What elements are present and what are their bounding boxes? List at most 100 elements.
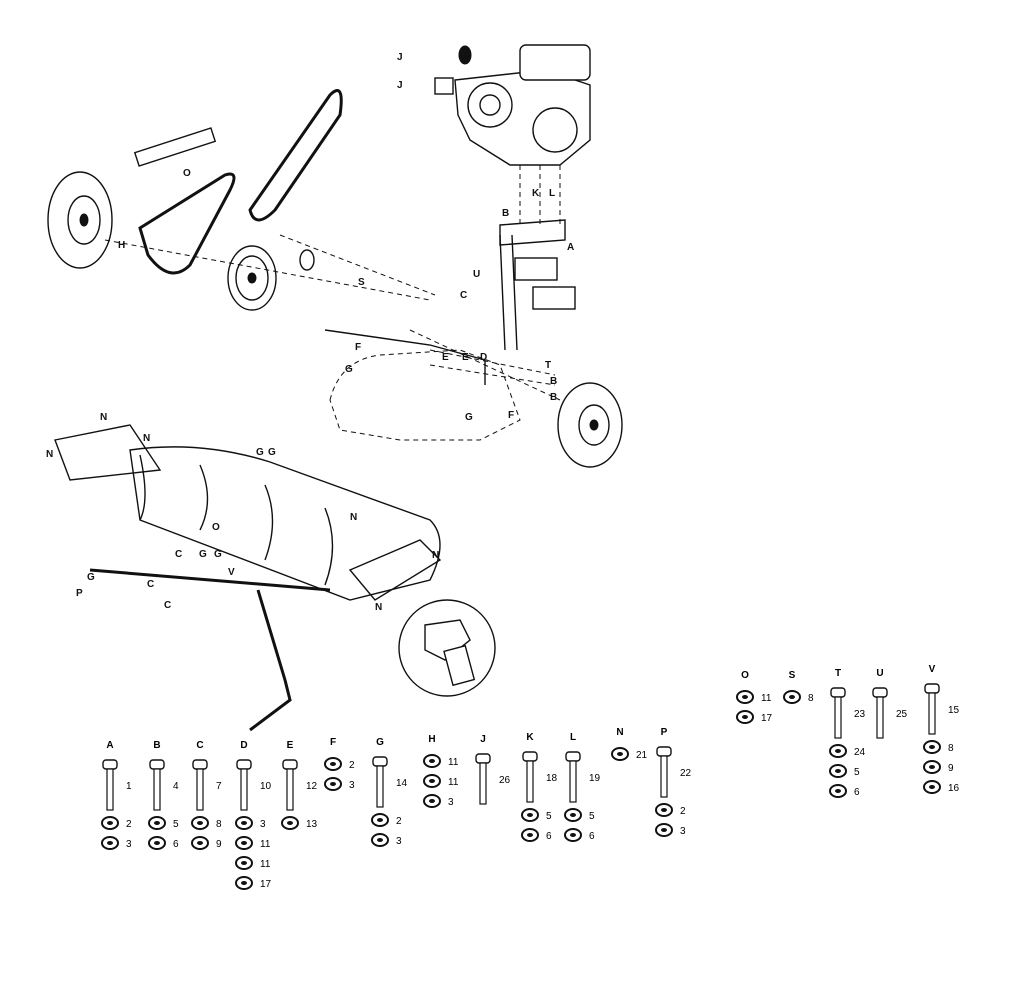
svg-text:C: C [460,290,467,301]
hardware-letter: U [876,668,883,679]
nut-hole-shape [107,821,113,825]
nut-hole-shape [197,841,203,845]
hardware-item-f: F23 [324,737,355,791]
handle-lever [249,589,292,732]
part-number: 13 [306,819,318,830]
hardware-letter: L [570,732,576,743]
bolt-shank-shape [153,768,161,811]
nut-hole-shape [661,828,667,832]
bolt-shank-shape [526,760,534,803]
nut-hole-shape [330,762,336,766]
svg-text:H: H [118,240,125,251]
pulley [227,245,315,311]
hardware-letter: T [835,668,841,679]
drive-belt-large [248,89,343,222]
svg-text:N: N [46,449,53,460]
part-number: 2 [396,816,402,827]
hardware-letter: A [106,740,113,751]
part-number: 26 [499,775,511,786]
svg-text:E: E [442,352,449,363]
part-number: 17 [761,713,773,724]
left-wheel [47,171,113,269]
transmission-housing [329,349,521,441]
part-number: 15 [948,705,960,716]
svg-text:F: F [355,342,361,353]
hardware-item-u: U25 [872,668,908,739]
nut-hole-shape [789,695,795,699]
part-number: 4 [173,781,179,792]
bolt-shank-shape [196,768,204,811]
bolt-shank-shape [660,755,668,798]
svg-text:G: G [87,572,95,583]
nut-hole-shape [835,749,841,753]
part-number: 11 [448,757,459,768]
part-number: 18 [546,773,558,784]
nut-hole-shape [661,808,667,812]
nut-hole-shape [429,779,435,783]
engine-mount-bracket [499,219,576,351]
drive-belt-small [138,172,236,275]
part-number: 5 [589,811,595,822]
hardware-letter: D [240,740,247,751]
bolt-shank-shape [106,768,114,811]
svg-text:V: V [228,567,235,578]
part-number: 19 [589,773,601,784]
nut-hole-shape [929,765,935,769]
bolt-head-shape [102,759,118,770]
bolt-shank-shape [240,768,248,811]
bolt-shank-shape [876,696,884,739]
part-number: 3 [448,797,454,808]
svg-text:G: G [199,549,207,560]
part-number: 23 [854,709,866,720]
bolt-shank-shape [479,762,487,805]
part-number: 3 [349,780,355,791]
part-number: 16 [948,783,960,794]
svg-text:N: N [350,512,357,523]
bolt-head-shape [475,753,491,764]
hardware-letter: V [929,664,936,675]
bolt-head-shape [924,683,940,694]
part-number: 11 [761,693,772,704]
part-number: 5 [173,819,179,830]
nut-hole-shape [929,745,935,749]
bolt-head-shape [565,751,581,762]
part-number: 2 [680,806,686,817]
hardware-letter: P [661,727,668,738]
part-number: 8 [948,743,954,754]
svg-text:T: T [545,360,551,371]
part-number: 3 [396,836,402,847]
bolt-head-shape [236,759,252,770]
bolt-head-shape [372,756,388,767]
nut-hole-shape [107,841,113,845]
part-number: 6 [173,839,179,850]
part-number: 11 [260,839,271,850]
svg-text:J: J [397,80,403,91]
part-number: 14 [396,778,408,789]
hardware-letter: K [526,732,534,743]
belt-guard-plate [133,127,217,167]
svg-text:C: C [164,600,171,611]
hardware-letter: B [153,740,160,751]
right-wheel [557,382,623,468]
svg-text:G: G [345,364,353,375]
bolt-shank-shape [569,760,577,803]
nut-hole-shape [377,818,383,822]
nut-hole-shape [429,759,435,763]
hardware-letter: J [480,734,486,745]
hardware-letter: H [428,734,435,745]
part-number: 22 [680,768,692,779]
bolt-head-shape [872,687,888,698]
svg-text:G: G [465,412,473,423]
part-number: 9 [948,763,954,774]
nut-hole-shape [929,785,935,789]
bolt-shank-shape [376,765,384,808]
part-number: 7 [216,781,222,792]
nut-hole-shape [197,821,203,825]
nut-hole-shape [835,789,841,793]
